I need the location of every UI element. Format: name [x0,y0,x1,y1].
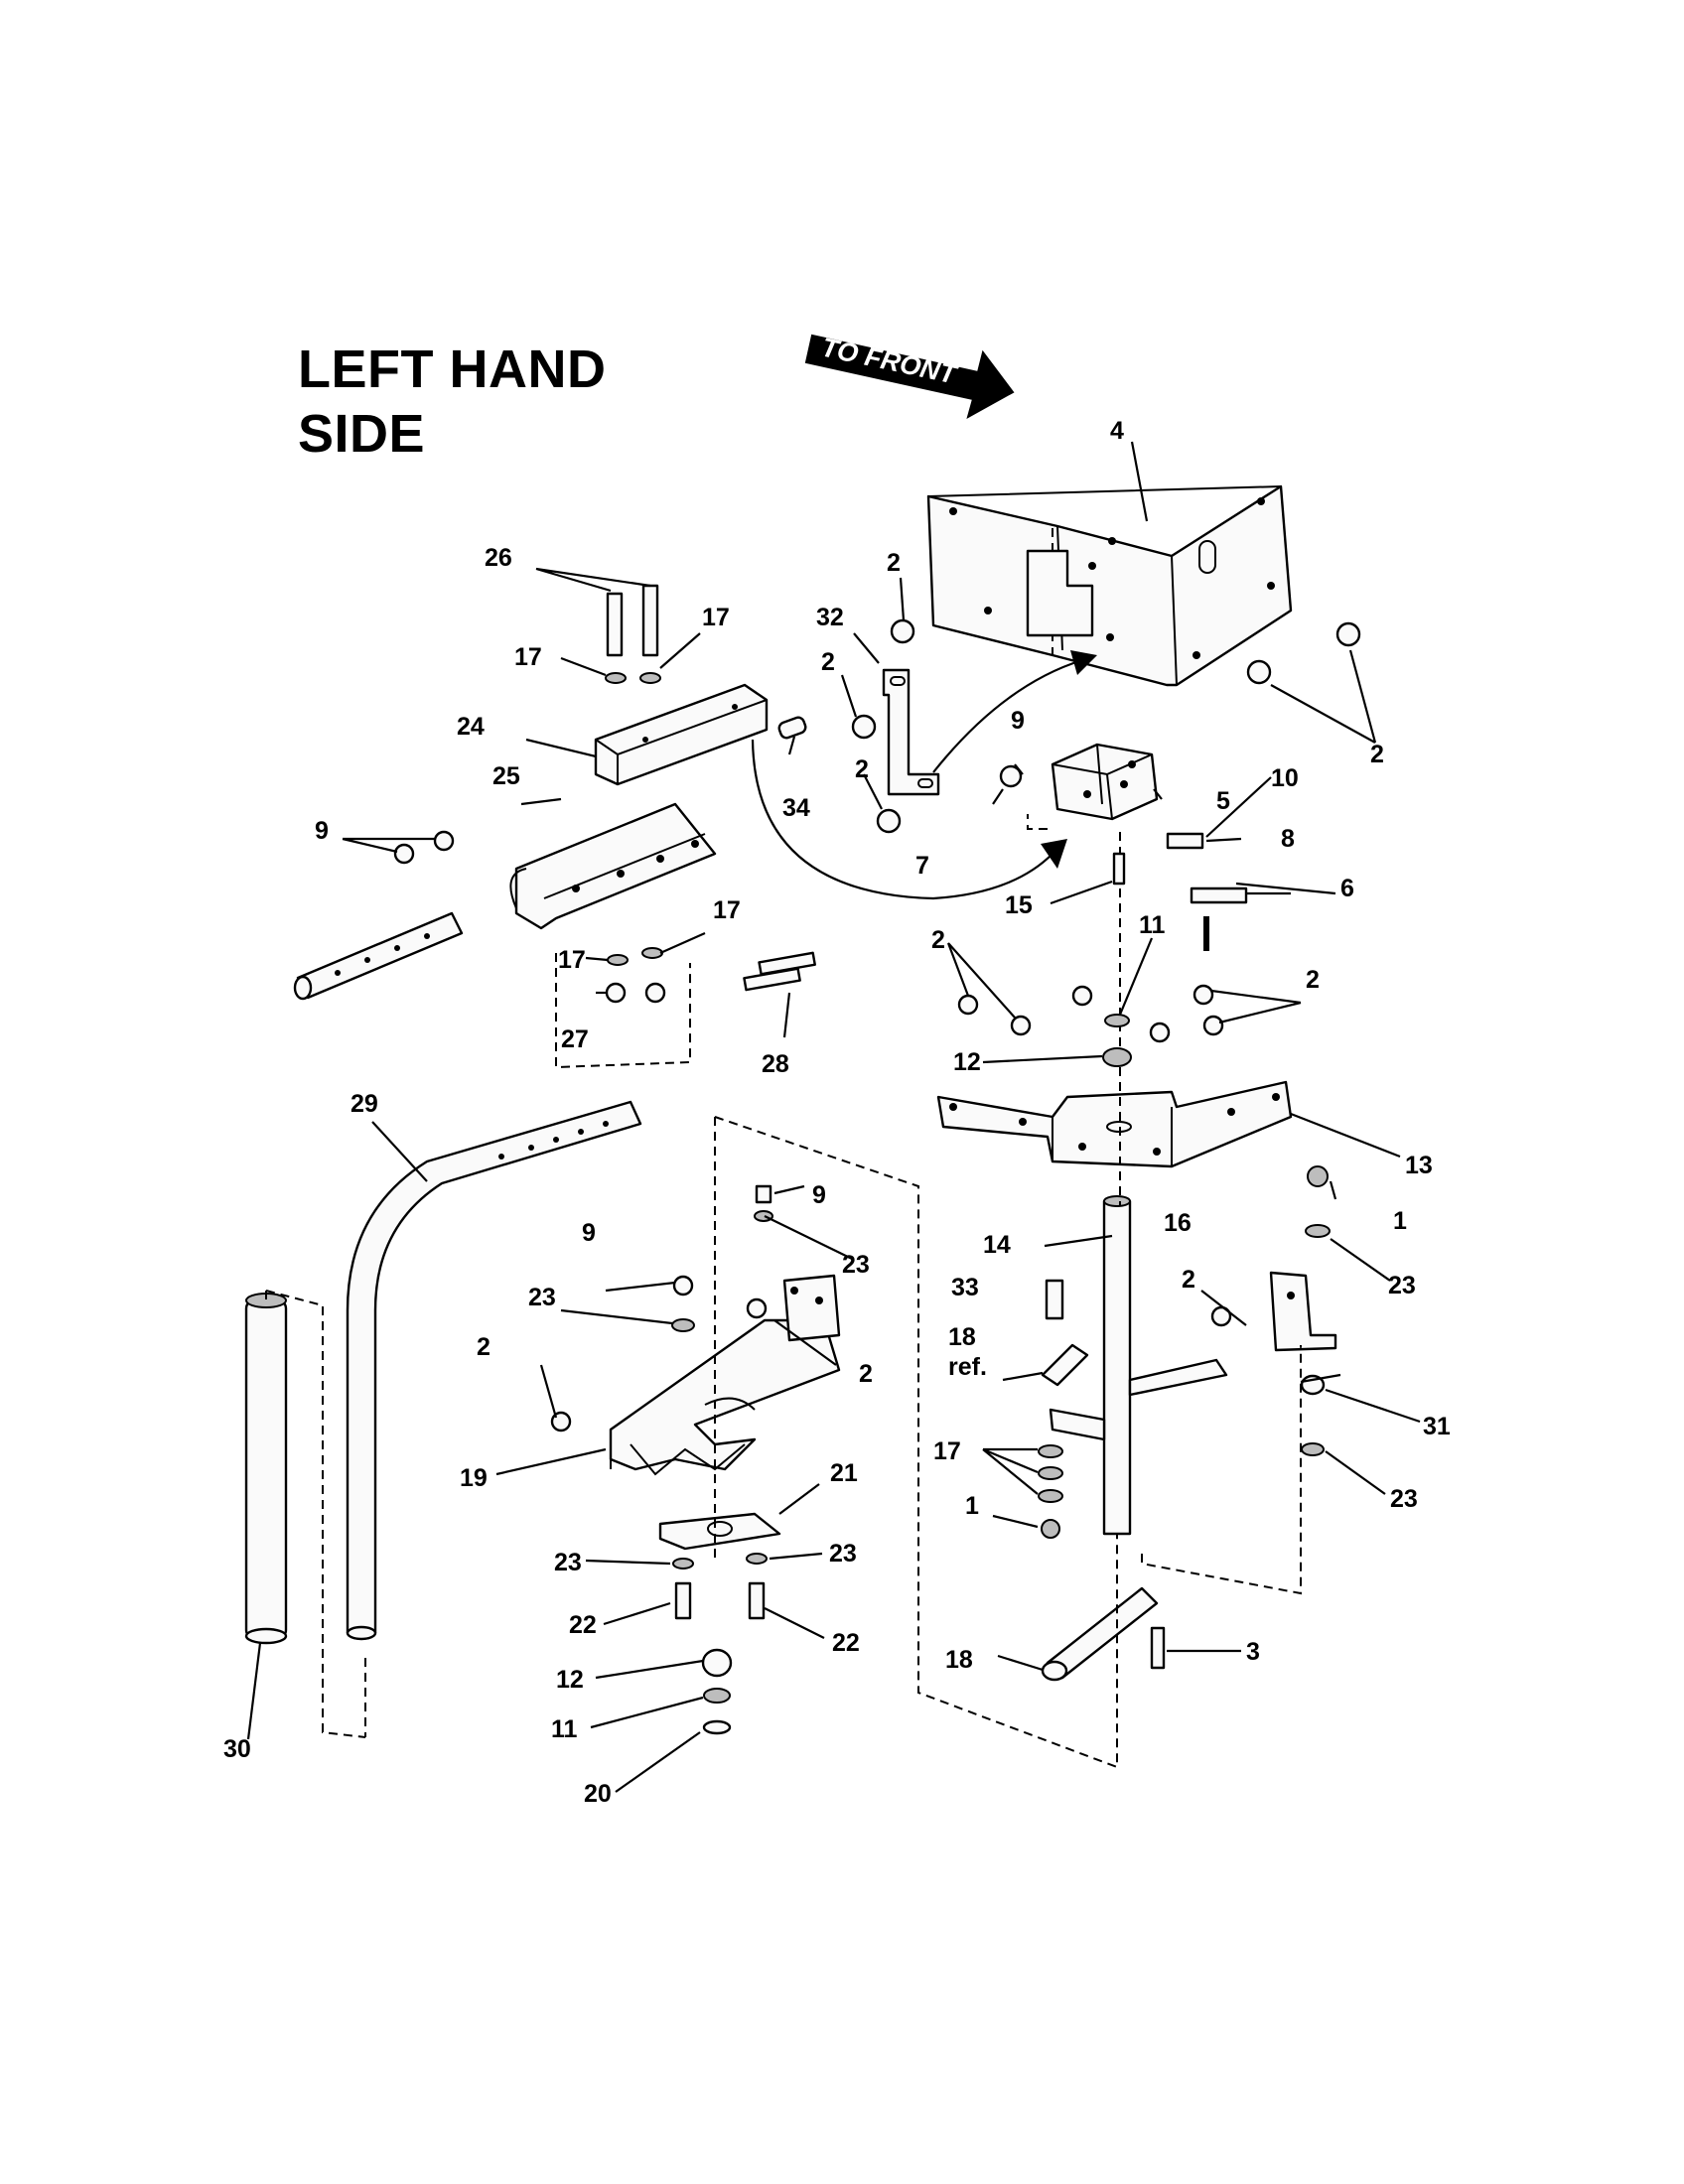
callout-2: 2 [1306,966,1320,994]
callout-2: 2 [859,1360,873,1388]
callout-2: 2 [1370,741,1384,768]
callout-2: 2 [821,648,835,676]
callout-17: 17 [713,896,741,924]
callout-9: 9 [582,1219,596,1247]
callout-22: 22 [569,1611,597,1639]
diagram-title-line1: LEFT HAND [298,340,607,399]
hardware [393,584,1361,1735]
callout-33: 33 [951,1274,979,1301]
callout-22: 22 [832,1629,860,1657]
part-19-bracket [609,1274,841,1476]
callout-7: 7 [915,852,929,880]
callout-2: 2 [887,549,901,577]
callout-9: 9 [1011,707,1025,735]
callout-6: 6 [1340,875,1354,902]
callout-21: 21 [830,1459,858,1487]
callout-32: 32 [816,604,844,631]
part-4-frame-bracket [926,484,1293,687]
part-16-bracket [1269,1271,1337,1352]
part-18-arm [1041,1586,1159,1682]
callout-25: 25 [492,762,520,790]
callout-labels: 4 2 32 2 2 2 26 17 17 24 34 25 9 9 10 5 … [223,417,1451,1808]
callout-10: 10 [1271,764,1299,792]
callout-27: 27 [561,1025,589,1053]
callout-23: 23 [1390,1485,1418,1513]
part-14-shaft [1049,1195,1228,1536]
part-34-pin [777,716,807,740]
part-5-pivot-bracket [1051,743,1159,821]
callout-2: 2 [855,755,869,783]
callout-17: 17 [514,643,542,671]
callout-12: 12 [953,1048,981,1076]
part-29-long-tube [346,1100,642,1641]
part-13-mount-plate [936,1080,1293,1168]
callout-15: 15 [1005,891,1033,919]
callout-16: 16 [1164,1209,1192,1237]
callout-4: 4 [1110,417,1124,445]
part-32-link-plate [882,668,940,796]
callout-18-ref: ref. [948,1353,987,1381]
callout-29: 29 [351,1090,378,1118]
callout-9: 9 [812,1181,826,1209]
callout-20: 20 [584,1780,612,1808]
to-front-arrow: TO FRONT [804,333,1015,420]
part-18-ref [1041,1343,1089,1387]
callout-17: 17 [558,946,586,974]
diagram-title-line2: SIDE [298,404,426,464]
part-29-short-tube [293,911,464,1001]
callout-8: 8 [1281,825,1295,853]
callout-11: 11 [1139,911,1166,939]
callout-26: 26 [485,544,512,572]
callout-2: 2 [1182,1266,1195,1294]
callout-1: 1 [965,1492,979,1520]
callout-23: 23 [528,1284,556,1311]
callout-2: 2 [477,1333,491,1361]
assembly-arrow-lower [751,739,1053,900]
part-30-grip [244,1293,288,1645]
callout-5: 5 [1216,787,1230,815]
callout-17: 17 [702,604,730,631]
callout-24: 24 [457,713,485,741]
callout-19: 19 [460,1464,488,1492]
callout-17: 17 [933,1437,961,1465]
callout-18: 18 [945,1646,973,1674]
callout-28: 28 [762,1050,789,1078]
callout-12: 12 [556,1666,584,1694]
callout-1: 1 [1393,1207,1407,1235]
leader-lines [246,441,1421,1793]
part-25-channel [509,802,717,930]
callout-31: 31 [1423,1413,1451,1440]
callout-23: 23 [829,1540,857,1568]
callout-23: 23 [554,1549,582,1576]
callout-18: 18 [948,1323,976,1351]
callout-14: 14 [983,1231,1011,1259]
callout-23: 23 [1388,1272,1416,1299]
assembly-arrow-upper [932,658,1083,773]
callout-30: 30 [223,1735,251,1763]
callout-34: 34 [782,794,810,822]
part-24-bar [594,683,769,786]
callout-23: 23 [842,1251,870,1279]
callout-13: 13 [1405,1152,1433,1179]
callout-11: 11 [551,1715,578,1743]
callout-2: 2 [931,926,945,954]
callout-9: 9 [315,817,329,845]
part-21-plate [658,1512,781,1551]
callout-3: 3 [1246,1638,1260,1666]
